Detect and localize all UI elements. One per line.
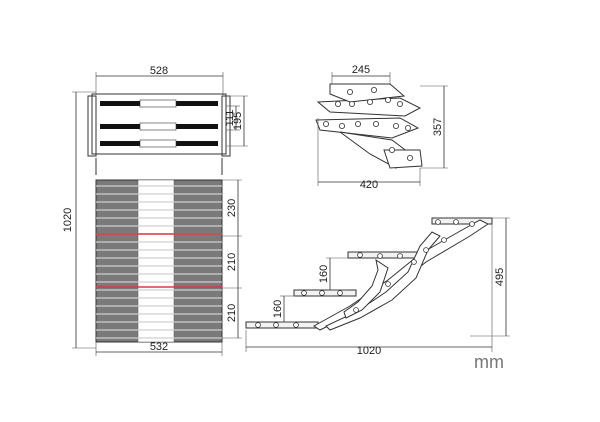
bolt xyxy=(372,121,379,128)
bolt xyxy=(334,101,341,108)
bolt xyxy=(441,237,447,243)
side-bolts xyxy=(255,219,475,328)
dim-label-step-gap-1: 230 xyxy=(226,199,238,217)
bolt xyxy=(388,146,395,153)
bolt xyxy=(319,290,325,296)
bolt xyxy=(322,121,329,128)
folded-tread-mid xyxy=(315,117,420,139)
mount-bar-gap xyxy=(139,99,177,108)
bolt xyxy=(338,123,345,130)
bolt xyxy=(273,322,279,328)
bolt xyxy=(377,253,383,259)
bolt xyxy=(370,87,377,94)
mount-bar-gap xyxy=(139,122,177,131)
dim-label-width-bottom: 532 xyxy=(150,341,168,353)
left-bracket xyxy=(87,95,97,157)
dim-label-side-height: 495 xyxy=(494,268,506,286)
dim-label-folded-height: 357 xyxy=(432,118,444,136)
dim-label-mount-b: 195 xyxy=(232,112,244,130)
step-center-gap xyxy=(137,179,175,343)
bolt xyxy=(453,219,459,225)
bolt xyxy=(353,307,359,313)
bolt xyxy=(337,290,343,296)
dim-label-step-gap-3: 210 xyxy=(226,304,238,322)
bolt xyxy=(411,259,417,265)
bolt xyxy=(397,253,403,259)
dim-label-folded-depth: 420 xyxy=(360,179,378,191)
bolt xyxy=(348,101,355,108)
bolt xyxy=(435,219,441,225)
bolt xyxy=(354,121,361,128)
bolt xyxy=(366,99,373,106)
mount-frame xyxy=(91,93,227,155)
dim-label-step-gap-2: 210 xyxy=(226,253,238,271)
units-label: mm xyxy=(474,352,504,372)
folded-view: 245 357 420 xyxy=(315,64,448,191)
folded-bolts xyxy=(322,87,413,161)
mount-bar-gap xyxy=(139,139,177,148)
bolt xyxy=(385,281,391,287)
dim-label-riser-2: 160 xyxy=(272,300,284,318)
bolt xyxy=(469,221,475,227)
bolt xyxy=(301,290,307,296)
bolt xyxy=(384,97,391,104)
tread-3 xyxy=(293,289,357,297)
bolt xyxy=(406,154,413,161)
tread-top xyxy=(431,217,493,225)
folded-bracket xyxy=(329,83,406,103)
bolt xyxy=(346,89,353,96)
dim-label-mount-a: 111 xyxy=(224,110,236,127)
bolt xyxy=(255,322,261,328)
bolt xyxy=(396,101,403,108)
stringer-front xyxy=(313,219,489,331)
bolt xyxy=(404,125,411,132)
bolt xyxy=(357,252,363,258)
bolt xyxy=(392,123,399,130)
link-arm xyxy=(343,258,389,319)
bolt xyxy=(293,322,299,328)
folded-foot xyxy=(383,149,423,169)
dim-label-folded-top: 245 xyxy=(352,64,370,76)
unfolded-view: 160 160 495 1020 xyxy=(245,217,510,357)
dim-label-riser-1: 160 xyxy=(318,265,330,283)
dim-label-height: 1020 xyxy=(62,208,74,232)
dim-label-width-top: 528 xyxy=(150,65,168,77)
dim-label-side-length: 1020 xyxy=(357,345,381,357)
front-view: 528 1020 111 195 xyxy=(62,65,248,356)
bolt xyxy=(423,247,429,253)
stringer-back xyxy=(325,231,441,331)
tread-lines xyxy=(96,185,222,339)
